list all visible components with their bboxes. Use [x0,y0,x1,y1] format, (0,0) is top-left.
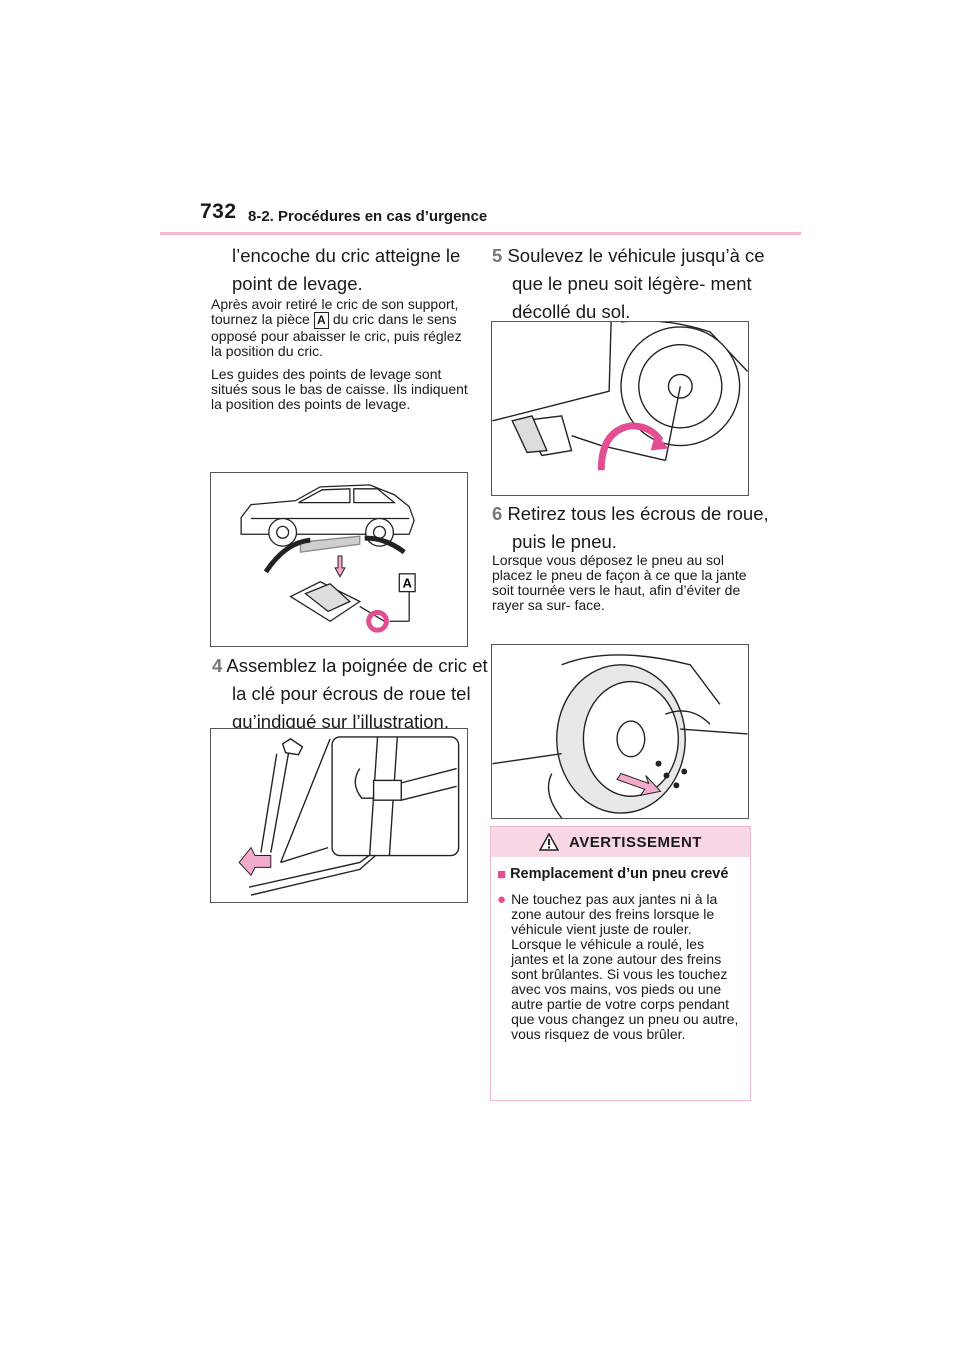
step-6-number: 6 [492,503,503,524]
remove-tire-illustration [492,654,748,818]
figure-jack-position: A [210,472,468,647]
car-jack-illustration: A [240,484,416,633]
step-4-number: 4 [212,655,223,676]
label-a-tag: A [313,312,329,329]
section-title: 8-2. Procédures en cas d’urgence [248,208,488,225]
step-5-text: Soulevez le véhicule jusqu’à ce que le p… [507,245,765,322]
warning-item: ● Ne touchez pas aux jantes ni à la zone… [497,892,740,1042]
note-jack-release-text-a: Après avoir retiré le cric de son suppor… [211,296,459,328]
warning-body: Ne touchez pas aux jantes ni à la zone a… [511,891,739,1042]
note-lift-guides: Les guides des points de levage sont sit… [211,366,468,412]
handle-assembly-illustration [238,736,460,896]
figure-label-a: A [403,576,412,591]
warning-subtitle: Remplacement d’un pneu crevé [510,866,729,882]
figure-remove-tire [491,644,749,819]
step-5-number: 5 [492,245,503,266]
warning-header: AVERTISSEMENT [491,827,750,857]
note-tire-placement: Lorsque vous déposez le pneu au sol plac… [492,552,747,613]
step-4-text: Assemblez la poignée de cric et la clé p… [226,655,488,732]
step-6-text: Retirez tous les écrous de roue, puis le… [507,503,769,552]
circle-bullet-icon: ● [497,891,507,908]
header-rule [160,232,801,235]
warning-box: AVERTISSEMENT ■ Remplacement d’un pneu c… [490,826,751,1101]
note-jack-release-text-b: du cric dans le sens opposé pour abaisse… [211,311,462,359]
warning-title: AVERTISSEMENT [569,833,702,851]
note-jack-release: Après avoir retiré le cric de son suppor… [211,296,469,420]
step-4: 4 Assemblez la poignée de cric et la clé… [212,652,490,736]
warning-subtitle-row: ■ Remplacement d’un pneu crevé [497,866,740,883]
step-3-continuation: l’encoche du cric atteigne le point de l… [232,245,461,294]
figure-lift-vehicle [491,321,749,496]
step-5: 5 Soulevez le véhicule jusqu’à ce que le… [492,242,772,326]
lift-vehicle-illustration [492,322,748,471]
page-number: 732 [200,200,237,223]
step-6: 6 Retirez tous les écrous de roue, puis … [492,500,772,556]
square-bullet-icon: ■ [497,866,507,883]
figure-handle-assembly [210,728,468,903]
warning-triangle-icon [539,833,560,851]
